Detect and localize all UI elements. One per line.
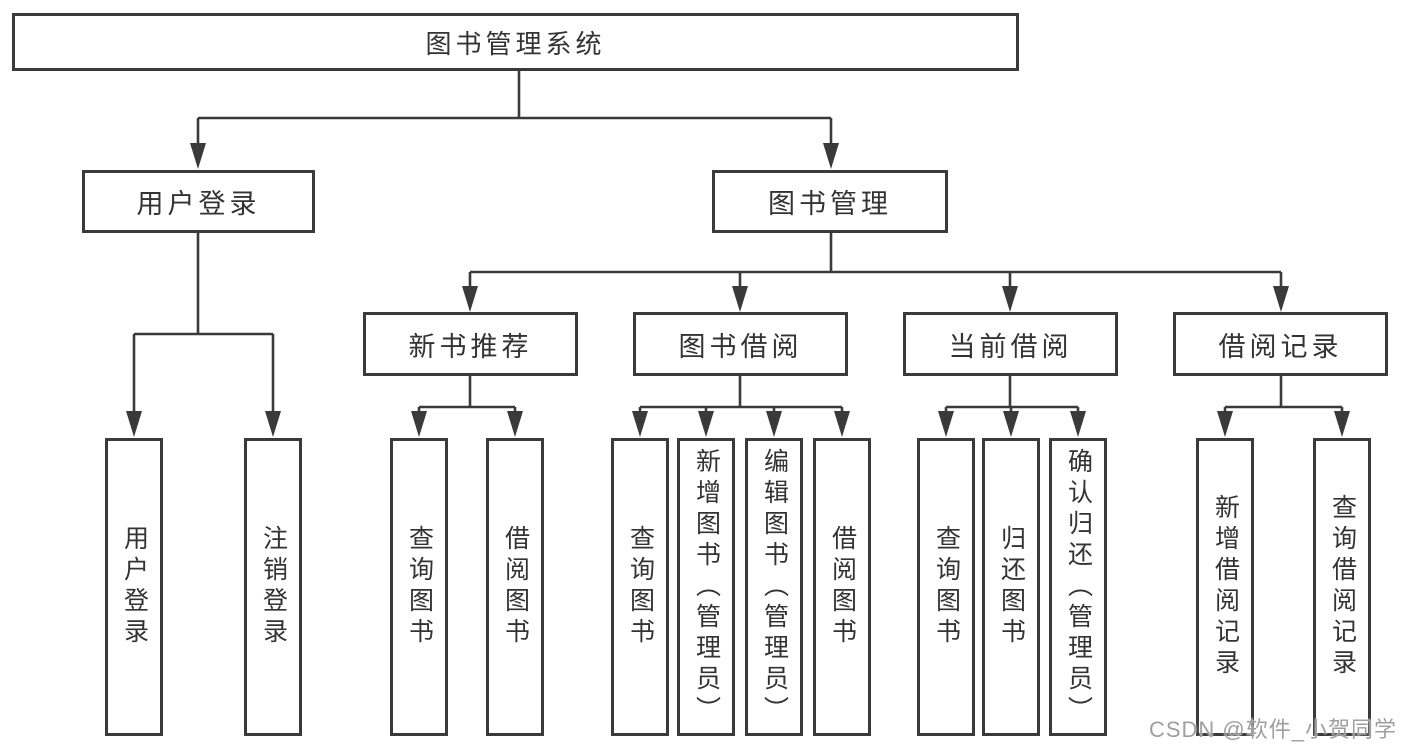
node-new-book-recommend: 新书推荐 [363,312,578,376]
leaf-bb-borrow-book: 借阅图书 [813,438,871,736]
leaf-br-add-record: 新增借阅记录 [1196,438,1254,736]
leaf-user-login: 用户登录 [105,438,163,736]
leaf-bb-add-book-admin: 新增图书（管理员） [677,438,735,736]
leaf-bb-edit-book-admin: 编辑图书（管理员） [745,438,803,736]
arrow-down-icon [126,411,142,437]
arrow-down-icon [823,143,839,169]
leaf-cb-return-book: 归还图书 [982,438,1040,736]
arrow-down-icon [732,286,748,312]
arrow-down-icon [462,286,478,312]
node-book-borrowing: 图书借阅 [633,312,848,376]
leaf-cb-confirm-return-admin: 确认归还（管理员） [1049,438,1107,736]
leaf-bb-query-book: 查询图书 [611,438,669,736]
arrow-down-icon [507,411,523,437]
leaf-logout: 注销登录 [244,438,302,736]
arrow-down-icon [938,411,954,437]
leaf-nbr-query-book: 查询图书 [390,438,448,736]
arrow-down-icon [698,411,714,437]
node-root: 图书管理系统 [12,13,1019,71]
arrow-down-icon [632,411,648,437]
arrow-down-icon [265,411,281,437]
arrow-down-icon [1003,411,1019,437]
leaf-nbr-borrow-book: 借阅图书 [486,438,544,736]
arrow-down-icon [1273,286,1289,312]
arrow-down-icon [1070,411,1086,437]
node-book-management: 图书管理 [712,170,948,233]
arrow-down-icon [1002,286,1018,312]
node-borrowing-records: 借阅记录 [1173,312,1388,376]
node-current-borrowing: 当前借阅 [903,312,1118,376]
arrow-down-icon [834,411,850,437]
node-user-login: 用户登录 [82,170,315,233]
arrow-down-icon [1217,411,1233,437]
arrow-down-icon [766,411,782,437]
watermark: CSDN @软件_小贺同学 [1148,717,1397,742]
arrow-down-icon [411,411,427,437]
arrow-down-icon [1334,411,1350,437]
leaf-cb-query-book: 查询图书 [917,438,975,736]
leaf-br-query-record: 查询借阅记录 [1313,438,1371,736]
arrow-down-icon [190,143,206,169]
